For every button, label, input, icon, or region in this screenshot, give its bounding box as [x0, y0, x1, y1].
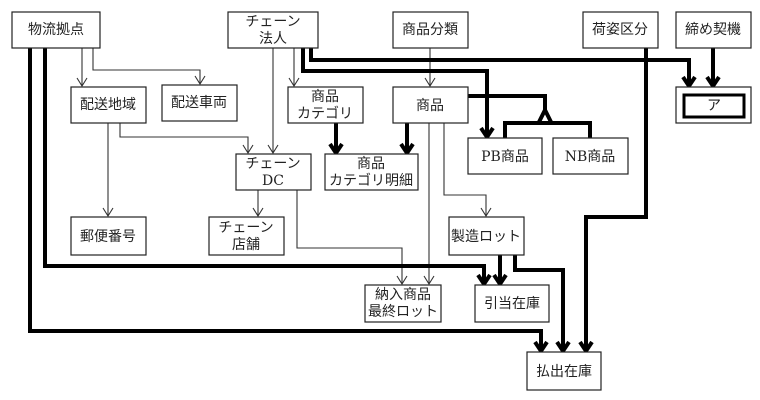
line-hojin-pb: [301, 48, 489, 135]
entity-label: NB商品: [565, 149, 616, 165]
entity-label: 配送地域: [80, 97, 136, 113]
line-hojin-a: [309, 48, 691, 84]
arrowhead: [267, 144, 279, 155]
entity-shohin-bunrui[interactable]: 商品分類: [392, 11, 469, 49]
arrowhead: [705, 75, 721, 90]
entity-label: 最終ロット: [368, 304, 438, 320]
thick-connectors: [28, 48, 721, 355]
entity-seizo-lot[interactable]: 製造ロット: [448, 216, 525, 256]
entity-label: 引当在庫: [484, 295, 540, 312]
line-shohin-seizo: [443, 123, 487, 216]
entity-label: チェーン: [245, 14, 300, 30]
line-dc-nonyu: [296, 190, 403, 284]
entity-label: チェーン: [245, 156, 300, 172]
blank-answer-slot: [682, 93, 746, 119]
entity-label: カテゴリ明細: [329, 172, 413, 189]
entity-label: 法人: [259, 31, 287, 47]
arrowhead: [423, 275, 435, 286]
thin-connectors: [76, 48, 492, 286]
entity-haraidashi-zaiko[interactable]: 払出在庫: [526, 351, 602, 391]
arrowhead: [476, 273, 492, 288]
arrowhead: [242, 144, 254, 155]
entity-nb-shohin[interactable]: NB商品: [552, 137, 629, 175]
arrowhead: [533, 340, 549, 355]
arrowhead: [424, 77, 436, 88]
arrowhead: [328, 142, 344, 157]
line-shohin-subtype: [468, 94, 547, 110]
entity-label: 納入商品: [375, 287, 431, 303]
arrowhead: [578, 340, 594, 355]
arrowhead: [399, 142, 415, 157]
entity-label: 締め契機: [685, 21, 741, 38]
entity-label: PB商品: [481, 149, 529, 165]
subtype-triangle: [537, 105, 553, 123]
line-kyoten-hikiate: [43, 48, 486, 282]
arrowhead: [480, 207, 492, 218]
entity-chain-tenpo[interactable]: チェーン 店舗: [208, 216, 285, 256]
arrowhead: [479, 126, 495, 141]
entity-chain-hojin[interactable]: チェーン 法人: [227, 11, 319, 49]
entity-label: 商品: [357, 156, 385, 172]
entity-label: 商品分類: [402, 22, 458, 38]
entity-label: 商品: [311, 89, 339, 105]
entity-haiso-chiiki[interactable]: 配送地域: [70, 86, 147, 124]
entity-hikiate-zaiko[interactable]: 引当在庫: [474, 284, 550, 323]
line-subtype-pb-nb: [503, 121, 592, 138]
entity-label: 郵便番号: [80, 229, 136, 245]
entity-chain-dc[interactable]: チェーン DC: [235, 153, 312, 191]
arrowhead: [252, 207, 264, 218]
entity-blank-a[interactable]: ア: [675, 86, 752, 124]
entity-shohin-category[interactable]: 商品 カテゴリ: [287, 86, 364, 124]
line-kyoten-haraidashi: [28, 48, 543, 349]
entity-label: 製造ロット: [451, 229, 521, 245]
entity-butsuryu-kyoten[interactable]: 物流拠点: [11, 11, 101, 49]
entity-label: 払出在庫: [536, 363, 592, 380]
entity-pb-shohin[interactable]: PB商品: [467, 137, 543, 175]
arrowhead: [76, 77, 88, 88]
entity-label: 配送車両: [171, 94, 227, 111]
arrowhead: [555, 340, 571, 355]
entity-label: 商品: [416, 98, 444, 114]
arrowhead: [681, 75, 697, 90]
entity-label: 荷姿区分: [592, 22, 648, 38]
line-chiiki-dc: [119, 123, 249, 153]
arrowhead: [288, 77, 300, 88]
entity-label: DC: [262, 173, 284, 189]
entity-yubin-bango[interactable]: 郵便番号: [70, 216, 147, 256]
line-kyoten-sharyo: [92, 48, 201, 84]
entity-label: 物流拠点: [28, 22, 84, 38]
entity-nisugata-kubun[interactable]: 荷姿区分: [582, 11, 659, 49]
line-seizo-haraidashi: [513, 255, 565, 349]
entity-haiso-sharyo[interactable]: 配送車両: [161, 84, 238, 122]
arrowhead: [194, 75, 206, 86]
entity-label: カテゴリ: [297, 105, 353, 122]
entity-label: 店舗: [232, 237, 260, 253]
line-nisugata-haraidashi: [584, 48, 648, 349]
entity-nonyu-shohin-saishu-lot[interactable]: 納入商品 最終ロット: [364, 284, 442, 323]
arrowhead: [492, 273, 508, 288]
entity-shohin[interactable]: 商品: [392, 86, 469, 124]
entity-shime-keiki[interactable]: 締め契機: [675, 11, 752, 49]
entity-label: チェーン: [218, 220, 273, 236]
arrowhead: [102, 207, 114, 218]
entity-label: ア: [707, 98, 721, 114]
arrowhead: [396, 275, 408, 286]
entity-shohin-category-meisai[interactable]: 商品 カテゴリ明細: [324, 153, 419, 191]
